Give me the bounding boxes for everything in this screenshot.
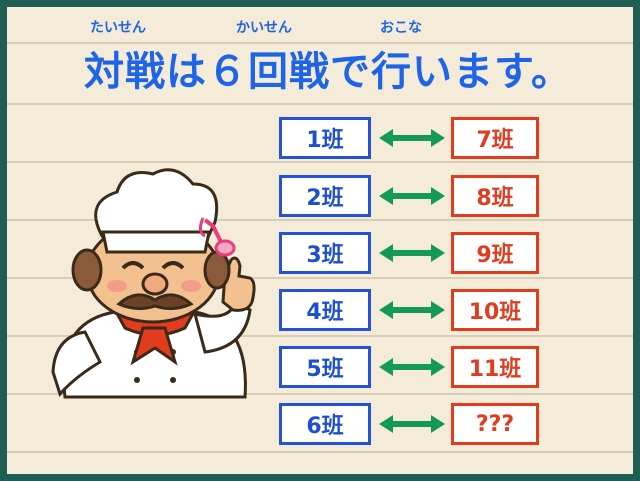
match-row-2: 2班 8班: [279, 175, 539, 219]
double-arrow-icon: [379, 358, 445, 376]
team-box-right: 9班: [451, 232, 539, 274]
team-box-right: 7班: [451, 117, 539, 159]
double-arrow-icon: [379, 415, 445, 433]
double-arrow-icon: [379, 187, 445, 205]
page-title: 対戦は６回戦で行います。: [84, 49, 572, 95]
match-row-3: 3班 9班: [279, 232, 539, 276]
team-box-right: 8班: [451, 175, 539, 217]
match-row-1: 1班 7班: [279, 117, 539, 161]
team-box-left: 3班: [279, 232, 371, 274]
ruby-taisen: たいせん: [90, 20, 146, 36]
double-arrow-icon: [379, 244, 445, 262]
ruby-kaisen: かいせん: [236, 20, 292, 36]
team-box-left: 6班: [279, 403, 371, 445]
team-box-left: 1班: [279, 117, 371, 159]
team-box-left: 2班: [279, 175, 371, 217]
match-row-6: 6班 ???: [279, 403, 539, 447]
match-row-4: 4班 10班: [279, 289, 539, 333]
double-arrow-icon: [379, 129, 445, 147]
double-arrow-icon: [379, 301, 445, 319]
team-box-left: 5班: [279, 346, 371, 388]
team-box-right: 11班: [451, 346, 539, 388]
music-note-icon: [198, 217, 236, 257]
team-box-right: 10班: [451, 289, 539, 331]
match-row-5: 5班 11班: [279, 346, 539, 390]
chef-illustration: [51, 168, 256, 399]
team-box-left: 4班: [279, 289, 371, 331]
ruby-okona: おこな: [380, 20, 422, 36]
team-box-right: ???: [451, 403, 539, 445]
